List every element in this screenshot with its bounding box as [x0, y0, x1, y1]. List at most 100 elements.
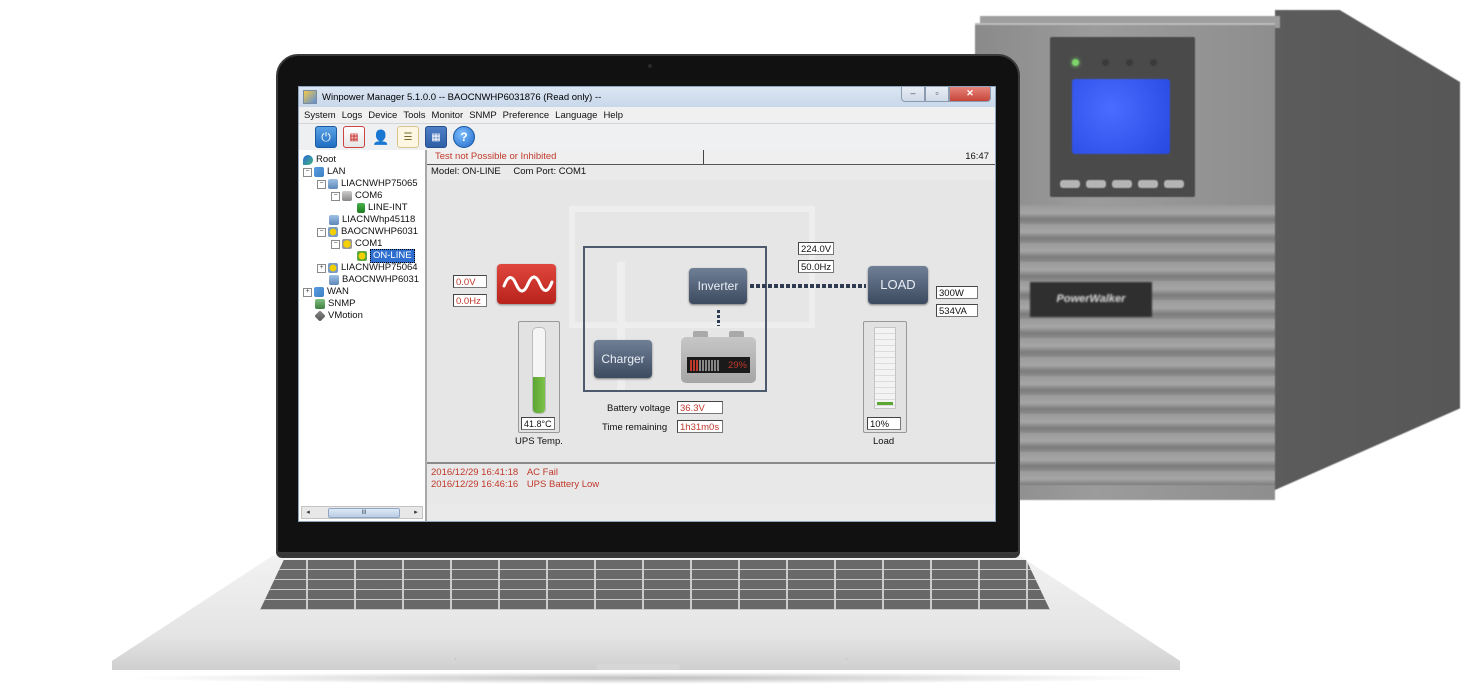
- title-bar[interactable]: Winpower Manager 5.1.0.0 -- BAOCNWHP6031…: [299, 87, 995, 107]
- expand-toggle[interactable]: +: [317, 263, 326, 273]
- inverter-battery-link: [717, 310, 720, 326]
- ups-status-led: [1102, 59, 1109, 66]
- ups-flow-diagram: 0.0V 0.0Hz 41.8°C UPS Temp. Inverter: [427, 180, 995, 462]
- battery-voltage-label: Battery voltage: [607, 403, 671, 414]
- computer-icon: [328, 179, 338, 189]
- output-frequency-field: 50.0Hz: [798, 260, 834, 273]
- ups-device-image: PowerWalker: [975, 8, 1465, 508]
- collapse-toggle[interactable]: −: [331, 191, 340, 201]
- power-icon[interactable]: ⏻: [315, 126, 337, 148]
- tree-node-device[interactable]: − LIACNWHP75065: [299, 178, 425, 190]
- toolbar: ⏻ ▦ 👤 ☰ ▦ ?: [299, 124, 995, 151]
- laptop-lid-notch: [596, 664, 680, 670]
- expand-toggle[interactable]: +: [303, 287, 312, 297]
- menu-tools[interactable]: Tools: [403, 109, 426, 121]
- user-icon[interactable]: 👤: [372, 128, 390, 145]
- event-log: 2016/12/29 16:41:18 AC Fail 2016/12/29 1…: [427, 462, 995, 504]
- tree-node-root[interactable]: Root: [299, 154, 425, 166]
- temperature-label: UPS Temp.: [515, 436, 563, 447]
- tree-node-vmotion[interactable]: VMotion: [299, 310, 425, 322]
- inverter-block[interactable]: Inverter: [689, 268, 747, 304]
- ups-lcd-screen: [1072, 79, 1170, 154]
- ups-front-panel: PowerWalker: [975, 23, 1275, 500]
- input-voltage-field: 0.0V: [453, 275, 487, 288]
- menu-language[interactable]: Language: [555, 109, 598, 121]
- event-log-entry[interactable]: 2016/12/29 16:46:16 UPS Battery Low: [431, 479, 995, 491]
- ups-core-box: Inverter Charger: [583, 246, 767, 392]
- webcam-icon: [648, 64, 652, 68]
- battery-indicator[interactable]: 29%: [681, 331, 756, 383]
- collapse-toggle[interactable]: −: [331, 239, 340, 249]
- collapse-toggle[interactable]: −: [317, 179, 326, 189]
- output-voltage-field: 224.0V: [798, 242, 834, 255]
- scrollbar-thumb[interactable]: III: [328, 507, 400, 518]
- root-icon: [303, 155, 313, 165]
- com-port-icon: [342, 191, 352, 201]
- diagram-background-line: [617, 262, 625, 392]
- tree-node-label: LAN: [327, 166, 346, 177]
- tree-node-com[interactable]: − COM6: [299, 190, 425, 202]
- event-log-entry[interactable]: 2016/12/29 16:41:18 AC Fail: [431, 467, 995, 479]
- laptop-trackpad: [455, 612, 847, 660]
- tree-node-device[interactable]: − BAOCNWHP6031: [299, 226, 425, 238]
- ups-panel-button: [1086, 180, 1106, 188]
- tree-node-label: VMotion: [328, 310, 363, 321]
- tree-node-lan[interactable]: − LAN: [299, 166, 425, 178]
- battery-terminal-plus: [693, 331, 708, 338]
- scroll-right-icon[interactable]: ▸: [414, 509, 418, 516]
- ups-panel-button: [1060, 180, 1080, 188]
- scroll-left-icon[interactable]: ◂: [306, 509, 310, 516]
- network-icon: [314, 287, 324, 297]
- tree-node-label: ON-LINE: [370, 249, 415, 263]
- help-icon[interactable]: ?: [453, 126, 475, 148]
- model-info: Model: ON-LINE Com Port: COM1: [427, 165, 995, 179]
- tree-node-ups[interactable]: LINE-INT: [299, 202, 425, 214]
- ac-input-wave-icon[interactable]: [497, 264, 556, 304]
- winpower-manager-window: Winpower Manager 5.1.0.0 -- BAOCNWHP6031…: [298, 86, 996, 522]
- tree-horizontal-scrollbar[interactable]: ◂ III ▸: [301, 506, 423, 519]
- tree-node-com[interactable]: − COM1: [299, 238, 425, 250]
- tree-node-ups-selected[interactable]: ON-LINE: [299, 249, 425, 263]
- ups-panel-button: [1138, 180, 1158, 188]
- menu-device[interactable]: Device: [368, 109, 398, 121]
- menu-help[interactable]: Help: [603, 109, 623, 121]
- ups-status-led: [1072, 59, 1079, 66]
- collapse-toggle[interactable]: −: [303, 167, 312, 177]
- time-remaining-field: 1h31m0s: [677, 420, 723, 433]
- window-body: Root − LAN − LIACNWHP75065 − COM6 LINE-I…: [299, 150, 995, 521]
- menu-monitor[interactable]: Monitor: [431, 109, 464, 121]
- tree-node-device[interactable]: LIACNWhp45118: [299, 214, 425, 226]
- minimize-button[interactable]: –: [901, 87, 925, 102]
- tree-node-snmp[interactable]: SNMP: [299, 298, 425, 310]
- ups-control-panel: [1050, 37, 1195, 197]
- tree-node-device[interactable]: BAOCNWHP6031: [299, 274, 425, 286]
- ups-icon: [357, 203, 365, 213]
- model-text: Model: ON-LINE: [431, 166, 501, 177]
- maximize-button[interactable]: ▫: [925, 87, 949, 102]
- load-level-bar: [877, 402, 893, 405]
- tree-node-device[interactable]: + LIACNWHP75064: [299, 262, 425, 274]
- event-list-icon[interactable]: ☰: [397, 126, 419, 148]
- schedule-calendar-icon[interactable]: ▦: [343, 126, 365, 148]
- menu-logs[interactable]: Logs: [341, 109, 363, 121]
- ups-panel-button: [1164, 180, 1184, 188]
- com-port-warning-icon: [342, 239, 352, 249]
- laptop-shadow: [120, 672, 1170, 684]
- ups-brand-logo: PowerWalker: [1030, 282, 1152, 317]
- data-grid-icon[interactable]: ▦: [425, 126, 447, 148]
- tree-node-label: Root: [316, 154, 337, 165]
- time-remaining-label: Time remaining: [602, 422, 668, 433]
- load-block[interactable]: LOAD: [868, 266, 928, 304]
- collapse-toggle[interactable]: −: [317, 227, 326, 237]
- menu-preference[interactable]: Preference: [502, 109, 550, 121]
- tree-node-wan[interactable]: + WAN: [299, 286, 425, 298]
- menu-system[interactable]: System: [304, 109, 336, 121]
- ups-warning-icon: [357, 251, 367, 261]
- charger-block[interactable]: Charger: [594, 340, 652, 378]
- ups-status-led: [1150, 59, 1157, 66]
- tree-node-label: LINE-INT: [368, 202, 408, 213]
- menu-snmp[interactable]: SNMP: [469, 109, 497, 121]
- ups-status-led: [1126, 59, 1133, 66]
- close-button[interactable]: ✕: [949, 87, 991, 102]
- temperature-gauge: 41.8°C: [518, 321, 560, 433]
